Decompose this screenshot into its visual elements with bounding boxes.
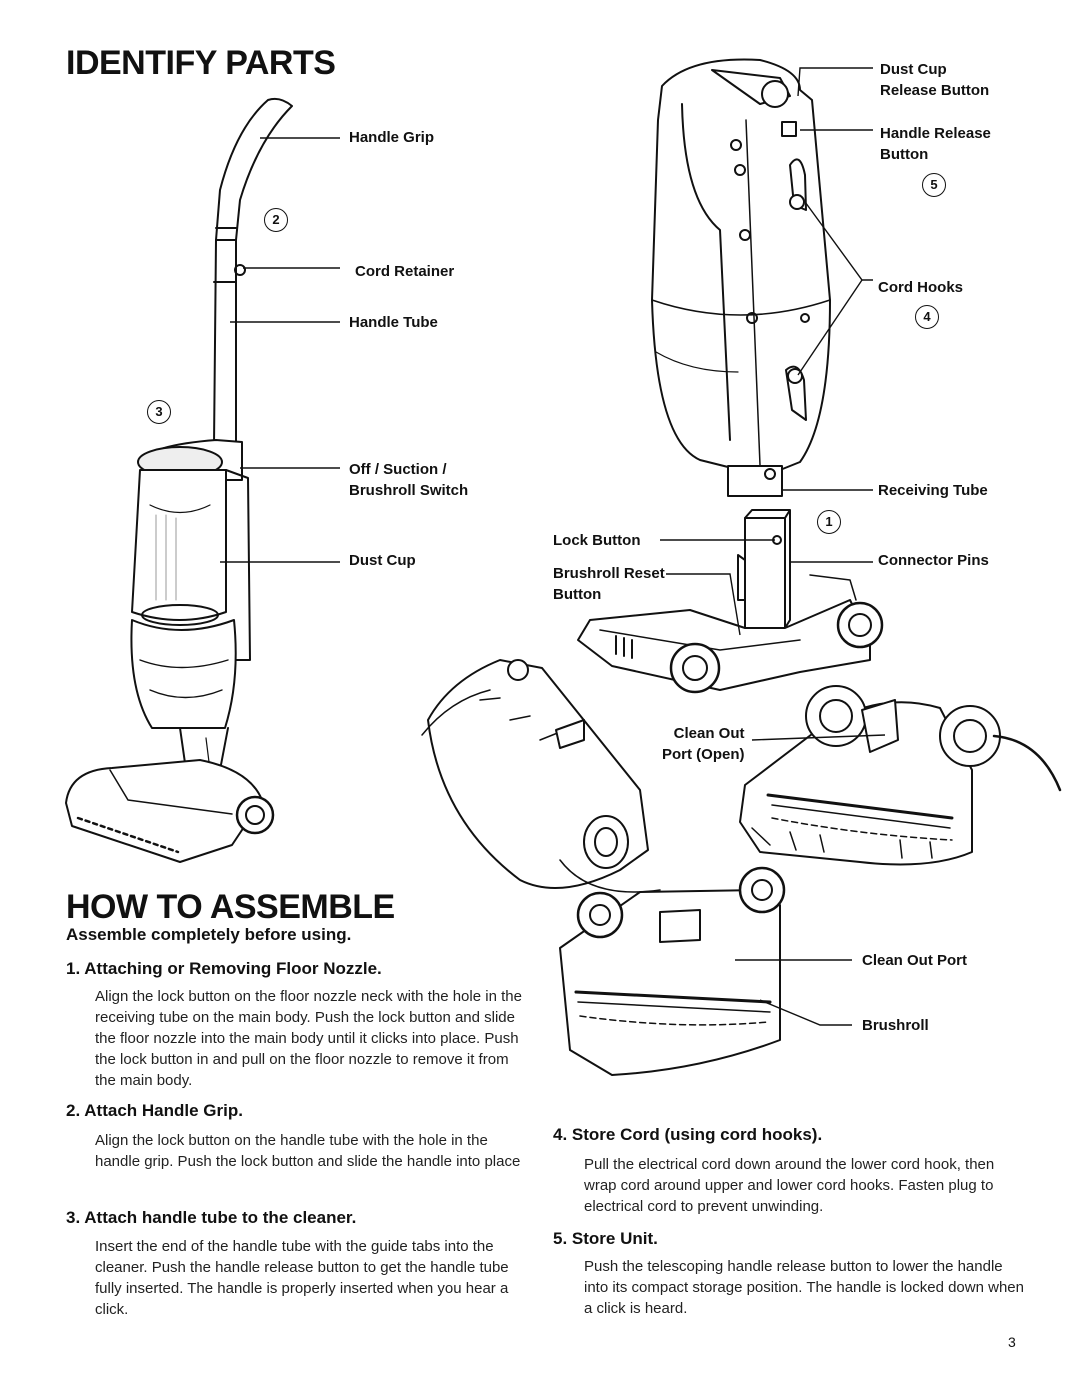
callout-1: 1: [817, 510, 841, 534]
label-brushroll-reset-button: Brushroll Reset Button: [553, 565, 665, 603]
leader-lines: [220, 67, 886, 1026]
step-1-text: Align the lock button on the floor nozzl…: [95, 988, 522, 1089]
label-off-suction-brushroll-switch: Off / Suction / Brushroll Switch: [349, 461, 469, 499]
callout-3: 3: [147, 400, 171, 424]
label-handle-release-button: Handle Release Button: [880, 125, 991, 163]
callout-5: 5: [922, 173, 946, 197]
callout-4: 4: [915, 305, 939, 329]
identify-parts-heading: IDENTIFY PARTS: [66, 44, 336, 82]
step-1-heading: 1. Attaching or Removing Floor Nozzle.: [66, 959, 382, 978]
assemble-intro: Assemble completely before using.: [66, 925, 352, 944]
how-to-assemble-heading: HOW TO ASSEMBLE: [66, 888, 395, 926]
label-lock-button: Lock Button: [553, 532, 641, 549]
label-brushroll: Brushroll: [862, 1017, 929, 1034]
step-4-heading: 4. Store Cord (using cord hooks).: [553, 1125, 823, 1144]
body-with-nozzle-illustration: [421, 659, 786, 1076]
step-5-heading: 5. Store Unit.: [553, 1229, 658, 1248]
step-5-text: Push the telescoping handle release butt…: [584, 1258, 1024, 1317]
label-cord-hooks: Cord Hooks: [878, 279, 964, 296]
step-4-text: Pull the electrical cord down around the…: [584, 1156, 995, 1215]
label-dust-cup-release-button: Dust Cup Release Button: [880, 61, 990, 99]
label-cord-retainer: Cord Retainer: [355, 263, 455, 280]
label-handle-grip: Handle Grip: [349, 129, 435, 146]
step-3-text: Insert the end of the handle tube with t…: [95, 1238, 509, 1318]
label-clean-out-port: Clean Out Port: [862, 952, 968, 969]
upright-vacuum-illustration: [65, 97, 293, 863]
step-2-heading: 2. Attach Handle Grip.: [66, 1101, 243, 1120]
nozzle-underside-illustration: [739, 685, 1062, 866]
main-body-illustration: [651, 58, 831, 497]
label-handle-tube: Handle Tube: [349, 314, 438, 331]
page-number: 3: [1008, 1334, 1016, 1350]
step-2-text: Align the lock button on the handle tube…: [95, 1132, 521, 1170]
floor-nozzle-illustration: [577, 509, 884, 694]
label-receiving-tube: Receiving Tube: [878, 482, 988, 499]
label-connector-pins: Connector Pins: [878, 552, 989, 569]
step-3-heading: 3. Attach handle tube to the cleaner.: [66, 1208, 357, 1227]
callout-2: 2: [264, 208, 288, 232]
label-dust-cup: Dust Cup: [349, 552, 416, 569]
label-clean-out-port-open: Clean Out Port (Open): [662, 725, 745, 763]
